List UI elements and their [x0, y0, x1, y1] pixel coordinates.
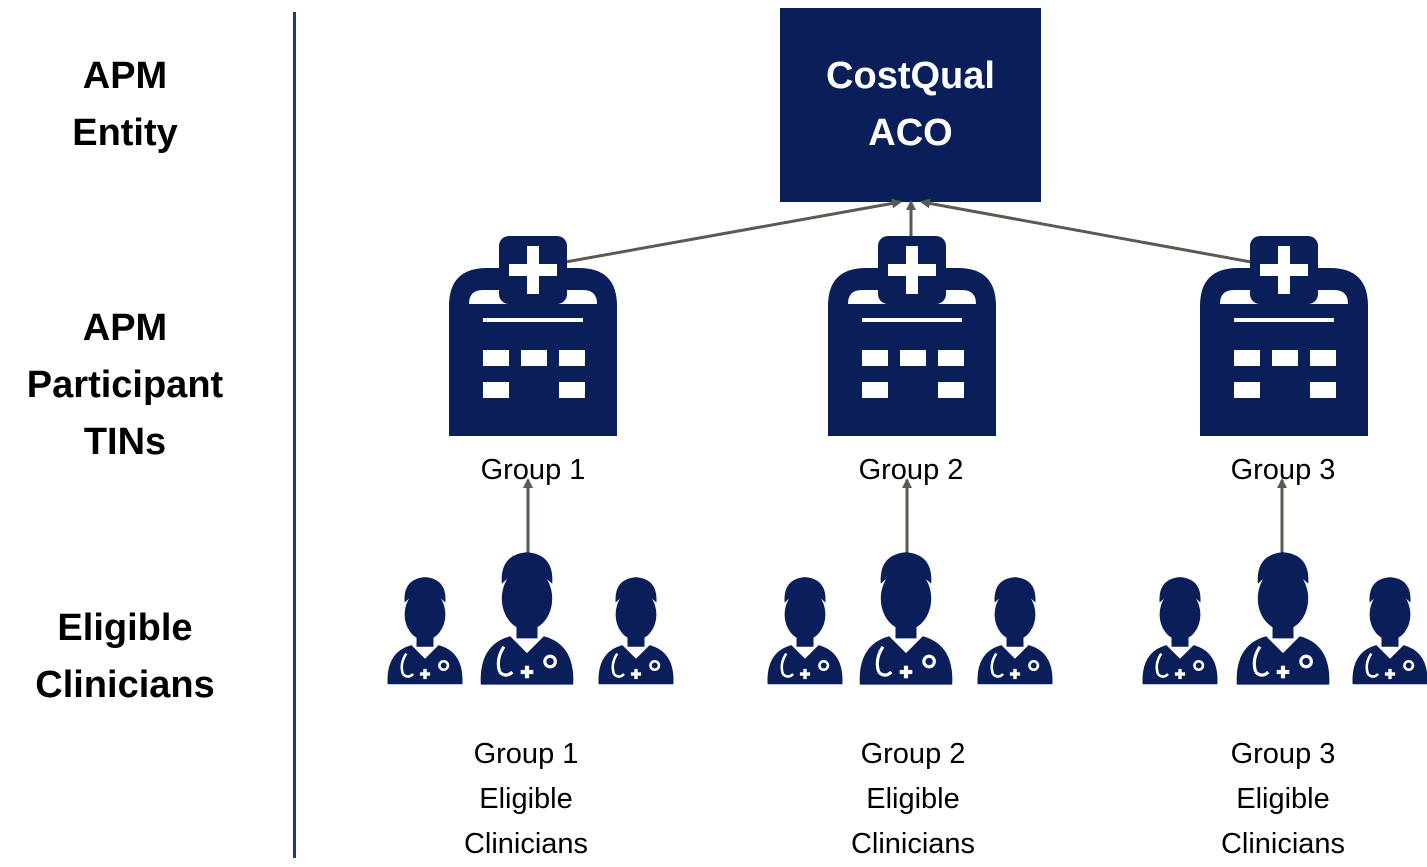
arrow-group1-to-aco	[531, 198, 902, 270]
clinicians-label: Group 2 Eligible Clinicians	[783, 732, 1043, 867]
clinicians-label: Group 1 Eligible Clinicians	[396, 732, 656, 867]
doctors-group-icon	[1141, 550, 1427, 687]
row-label-eligible-clinicians: Eligible Clinicians	[0, 600, 250, 714]
row-label-line: Participant	[26, 364, 224, 406]
clinicians-label: Group 3 Eligible Clinicians	[1153, 732, 1413, 867]
clinicians-label-line: Clinicians	[463, 828, 589, 860]
group-label: Group 2	[858, 454, 964, 486]
clinicians-label-line: Clinicians	[1220, 828, 1346, 860]
clinicians-label-line: Clinicians	[850, 828, 976, 860]
row-label-apm-participant-tins: APM Participant TINs	[0, 300, 250, 471]
group-label: Group 3	[1230, 454, 1336, 486]
aco-name-line: CostQual	[826, 55, 995, 97]
clinicians-label-line: Eligible	[479, 783, 573, 815]
clinicians-label-line: Group 3	[1230, 738, 1336, 770]
clinicians-label-line: Eligible	[866, 783, 960, 815]
hospital-icon	[1200, 236, 1368, 436]
doctors-group-icon	[386, 550, 675, 687]
group-label: Group 1	[480, 454, 586, 486]
arrow-group3-to-aco	[920, 198, 1285, 270]
clinicians-label-line: Group 2	[860, 738, 966, 770]
aco-name-line: ACO	[868, 112, 953, 154]
aco-entity-box: CostQual ACO	[780, 8, 1041, 202]
clinicians-label-line: Eligible	[1236, 783, 1330, 815]
row-label-line: Entity	[72, 112, 178, 154]
hospital-icon	[449, 236, 617, 436]
row-label-line: APM	[82, 55, 168, 97]
row-label-line: Clinicians	[35, 664, 215, 706]
clinicians-label-line: Group 1	[473, 738, 579, 770]
row-label-line: APM	[82, 307, 168, 349]
row-label-apm-entity: APM Entity	[0, 48, 250, 162]
hospital-icon	[828, 236, 996, 436]
row-label-line: Eligible	[57, 607, 193, 649]
row-label-line: TINs	[83, 421, 167, 463]
doctors-group-icon	[766, 550, 1054, 687]
vertical-divider	[293, 12, 296, 858]
